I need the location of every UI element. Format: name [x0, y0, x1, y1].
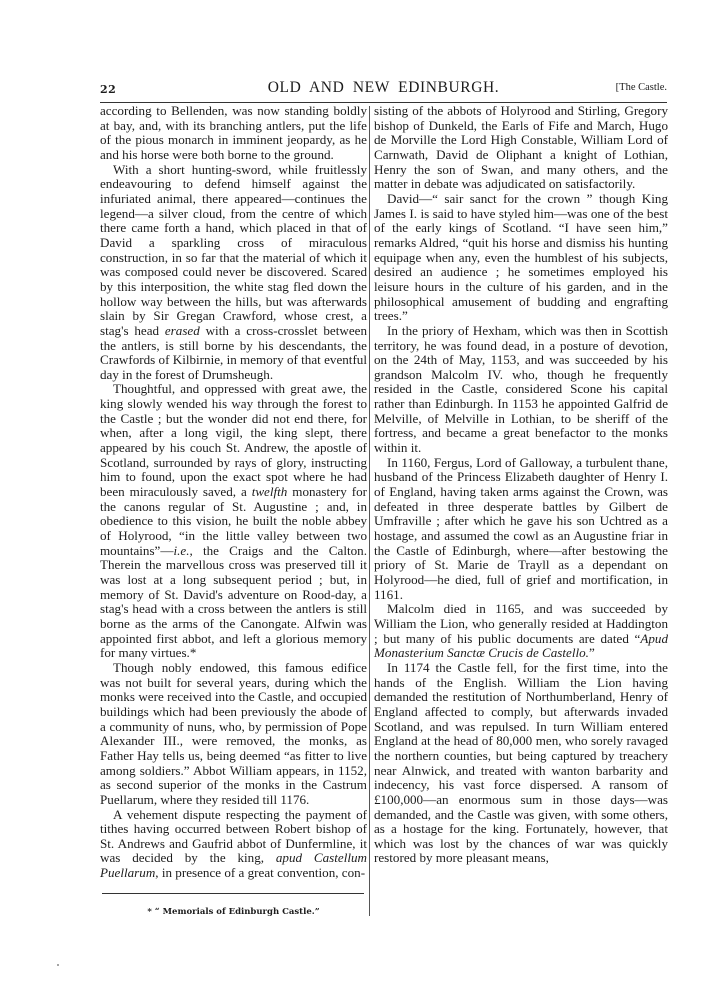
paragraph: David—“ sair sanct for the crown ” thoug…: [374, 190, 668, 324]
running-title: OLD AND NEW EDINBURGH.: [267, 79, 500, 96]
paragraph: Malcolm died in 1165, and was succeeded …: [374, 601, 668, 661]
page-number: 22: [100, 83, 117, 96]
footnote: * “ Memorials of Edinburgh Castle.”: [147, 907, 320, 917]
paragraph: sisting of the abbots of Holyrood and St…: [374, 103, 668, 192]
left-column: according to Bellenden, was now standing…: [100, 103, 368, 881]
paragraph: Though nobly endowed, this famous edific…: [100, 659, 367, 807]
paragraph: Thoughtful, and oppressed with great awe…: [100, 381, 368, 661]
page-header: 22 OLD AND NEW EDINBURGH. [The Castle.: [100, 79, 667, 101]
column-divider: [369, 106, 370, 916]
paragraph: In the priory of Hexham, which was then …: [374, 322, 668, 456]
footnote-rule: [102, 893, 364, 894]
paragraph: according to Bellenden, was now standing…: [100, 103, 367, 162]
header-rule: [100, 102, 667, 103]
paragraph: In 1174 the Castle fell, for the first t…: [374, 659, 668, 866]
paragraph: In 1160, Fergus, Lord of Galloway, a tur…: [374, 454, 668, 602]
paragraph: A vehement dispute respecting the paymen…: [100, 806, 367, 881]
right-column: sisting of the abbots of Holyrood and St…: [374, 103, 668, 866]
paragraph: With a short hunting-sword, while fruitl…: [100, 161, 367, 382]
section-label: [The Castle.: [615, 82, 667, 93]
print-speck: [57, 964, 59, 966]
